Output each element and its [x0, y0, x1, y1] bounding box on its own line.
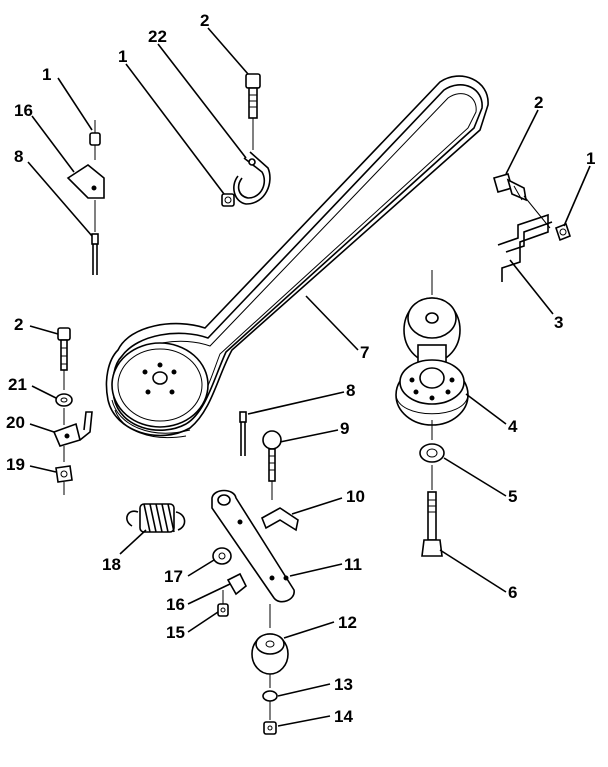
callout-c16-b: 16 [166, 595, 185, 614]
left-bracket-group [52, 327, 93, 495]
top-right-bracket-group [493, 173, 571, 282]
callout-c1-b: 1 [118, 47, 127, 66]
callout-c11: 11 [344, 555, 362, 574]
callout-c1-c: 1 [586, 149, 595, 168]
top-center-hook-group [221, 73, 271, 207]
spring [126, 503, 186, 533]
callout-c7: 7 [360, 343, 369, 362]
callout-c18: 18 [102, 555, 121, 574]
callout-c20: 20 [6, 413, 25, 432]
callout-c21: 21 [8, 375, 27, 394]
callout-labels: 1 16 8 2 22 1 2 1 3 7 2 21 20 19 8 9 4 5… [6, 11, 595, 726]
top-left-bracket-group [66, 120, 105, 275]
callout-c5: 5 [508, 487, 517, 506]
callout-c19: 19 [6, 455, 25, 474]
callout-c13: 13 [334, 675, 353, 694]
center-pin-group [239, 411, 282, 500]
callout-c3: 3 [554, 313, 563, 332]
callout-c2-a: 2 [200, 11, 209, 30]
callout-c2-c: 2 [14, 315, 23, 334]
leader-lines [27, 27, 591, 727]
callout-c17: 17 [164, 567, 183, 586]
callout-c16-a: 16 [14, 101, 33, 120]
right-pulley-assembly [395, 270, 469, 557]
callout-c22: 22 [148, 27, 167, 46]
callout-c8-b: 8 [346, 381, 355, 400]
callout-c10: 10 [346, 487, 365, 506]
callout-c6: 6 [508, 583, 517, 602]
idler-arm-assembly [211, 489, 299, 617]
idler-pulley-group [251, 604, 289, 735]
callout-c12: 12 [338, 613, 357, 632]
callout-c9: 9 [340, 419, 349, 438]
callout-c4: 4 [508, 417, 518, 436]
callout-c1-a: 1 [42, 65, 51, 84]
callout-c14: 14 [334, 707, 353, 726]
callout-c8-a: 8 [14, 147, 23, 166]
drive-belt [105, 75, 489, 439]
callout-c15: 15 [166, 623, 185, 642]
callout-c2-b: 2 [534, 93, 543, 112]
